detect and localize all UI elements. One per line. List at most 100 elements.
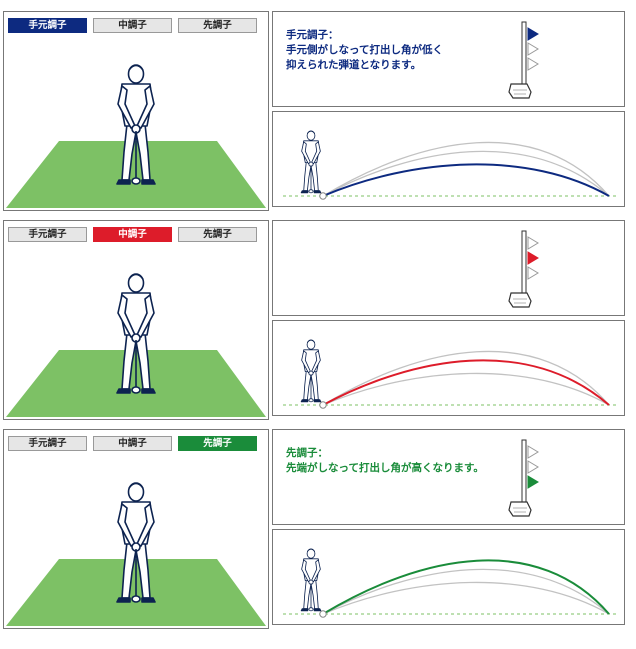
address-panel: 手元調子 中調子 先調子 [3,220,269,420]
golfer-shoe-left [116,179,131,185]
golfer-figure [116,64,156,185]
shaft-graphic [508,21,539,99]
golfer-shoe-left [300,190,309,194]
shaft-body [521,439,527,503]
tab-temoto[interactable]: 手元調子 [8,227,87,242]
trajectory-box [272,320,625,416]
shaft-body [521,230,527,294]
shaft-flag-active [527,27,539,41]
golfer-hair [128,64,144,71]
row-tip-flex-low: 手元調子 中調子 先調子 手元調子： 手元側がしなって打出し角が低く 抑えられた… [0,11,636,216]
tab-saki[interactable]: 先調子 [178,227,257,242]
golfer-clubhead [308,189,314,194]
golfer-shoe-left [300,608,309,612]
shaft-body [521,21,527,85]
shaft-clubhead [508,292,532,308]
shaft-graphic [508,230,539,308]
golf-ball-icon [319,610,327,618]
golfer-legs [303,370,319,401]
golfer-address-icon [6,64,266,208]
address-panel: 手元調子 中調子 先調子 [3,429,269,629]
trajectory-active [322,559,610,615]
shaft-graphic [508,439,539,517]
trajectory-diagram [283,339,616,409]
golfer-shoe-right [141,388,156,394]
golf-ball-icon [319,192,327,200]
tab-naka[interactable]: 中調子 [93,18,172,33]
trajectory-box [272,529,625,625]
address-panel: 手元調子 中調子 先調子 [3,11,269,211]
trajectory-diagram [283,548,616,618]
caption: 先調子： 先端がしなって打出し角が高くなります。 [286,446,506,476]
golfer-shoe-left [300,399,309,403]
golf-ball-icon [319,401,327,409]
shaft-flag [527,460,539,474]
tab-naka[interactable]: 中調子 [93,227,172,242]
shaft-clubhead [508,83,532,99]
golfer-clubhead [131,177,141,185]
shaft-flex-icon [508,439,539,517]
golfer-figure [300,130,322,194]
golfer-clubhead [131,386,141,394]
golfer-clubhead [308,398,314,403]
info-box: 先調子： 先端がしなって打出し角が高くなります。 [272,429,625,525]
golfer-legs [303,579,319,610]
tab-naka[interactable]: 中調子 [93,436,172,451]
golfer-legs [121,332,151,390]
shaft-flag [527,445,539,459]
trajectory-ghost [322,581,610,615]
golfer-legs [121,123,151,181]
golfer-legs [121,541,151,599]
shaft-flag-active [527,251,539,265]
row-mid-flex: 手元調子 中調子 先調子 [0,220,636,425]
golfer-hair [307,339,315,343]
trajectory-ghost [322,141,610,197]
caption-title: 先調子： [286,447,328,459]
shaft-flag-active [527,475,539,489]
tab-saki[interactable]: 先調子 [178,436,257,451]
golfer-shoe-right [141,597,156,603]
row-tip-flex-high: 手元調子 中調子 先調子 先調子： 先端がしなって打出し角が高くなります。 [0,429,636,634]
trajectory-diagram [283,130,616,200]
caption: 手元調子： 手元側がしなって打出し角が低く 抑えられた弾道となります。 [286,28,506,73]
golfer-legs [303,161,319,192]
golfer-hair [128,273,144,280]
shaft-clubhead-grooves [513,507,527,513]
golfer-figure [300,339,322,403]
trajectory-box [272,111,625,207]
tab-saki[interactable]: 先調子 [178,18,257,33]
golfer-hair [307,548,315,552]
caption-line-1: 手元側がしなって打出し角が低く [286,44,443,56]
shaft-flag [527,236,539,250]
shaft-clubhead-grooves [513,89,527,95]
caption-line-1: 先端がしなって打出し角が高くなります。 [286,462,484,474]
info-box: 手元調子： 手元側がしなって打出し角が低く 抑えられた弾道となります。 [272,11,625,107]
caption-title: 手元調子： [286,29,339,41]
shaft-flex-icon [508,21,539,99]
shaft-clubhead-grooves [513,298,527,304]
shaft-flag [527,266,539,280]
shaft-flag [527,42,539,56]
caption-line-2: 抑えられた弾道となります。 [286,59,422,71]
golfer-figure [300,548,322,612]
golfer-shoe-left [116,597,131,603]
trajectory-ghost [322,568,610,615]
trajectory-active [322,163,610,197]
shaft-flex-icon [508,230,539,308]
shaft-flag [527,57,539,71]
tab-temoto[interactable]: 手元調子 [8,18,87,33]
golfer-figure [116,482,156,603]
golfer-hair [128,482,144,489]
golfer-address-icon [6,273,266,417]
trajectory-ghost [322,150,610,197]
golfer-clubhead [308,607,314,612]
golfer-address-icon [6,482,266,626]
trajectory-active [322,359,610,406]
golfer-figure [116,273,156,394]
tab-temoto[interactable]: 手元調子 [8,436,87,451]
golfer-shoe-left [116,388,131,394]
shaft-clubhead [508,501,532,517]
golfer-shoe-right [313,399,322,403]
golfer-clubhead [131,595,141,603]
golfer-shoe-right [313,190,322,194]
